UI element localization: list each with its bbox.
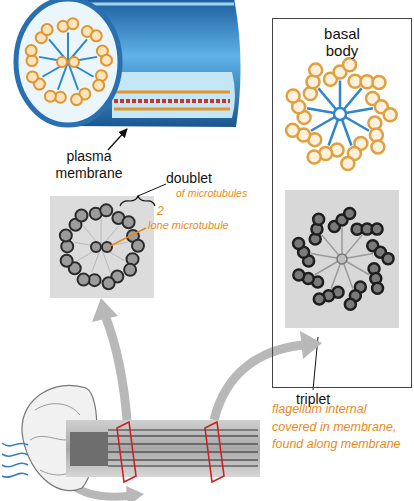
flagellum-strand <box>2 443 28 446</box>
microtubule <box>313 214 324 225</box>
microtubule <box>67 18 78 29</box>
flagellum-strand <box>2 473 28 477</box>
microtubule <box>103 277 115 289</box>
axoneme-line <box>108 451 258 453</box>
microtubule <box>371 140 384 153</box>
microtubule <box>383 253 394 264</box>
doublet-ring-illustration <box>26 18 112 105</box>
handwritten-note: lone microtubule <box>148 219 258 232</box>
pointer-arrow <box>108 129 127 150</box>
cutaway-interior <box>112 72 235 118</box>
microtubule <box>293 238 304 249</box>
microtubule <box>345 299 356 310</box>
axoneme-line <box>108 459 258 461</box>
flow-arrow-head <box>300 331 322 359</box>
microtubule <box>78 274 90 286</box>
microtubule <box>286 124 299 137</box>
flagellum-strand <box>2 463 28 466</box>
handwritten-note: flagellum internal covered in membrane, … <box>272 401 410 454</box>
microtubule <box>124 264 136 276</box>
microtubule <box>26 45 37 56</box>
microtubule <box>287 90 300 103</box>
microtubule-rail <box>114 108 230 111</box>
microtubule <box>132 240 144 252</box>
microtubule <box>314 294 325 305</box>
section-marker <box>205 422 224 482</box>
micrograph-background <box>285 190 399 328</box>
flagellum-strand <box>2 453 28 456</box>
microtubule <box>61 255 73 267</box>
longitudinal-micrograph <box>66 420 260 477</box>
leader-line <box>138 184 166 196</box>
microtubule <box>372 224 383 235</box>
cartwheel-hub <box>337 254 347 264</box>
microtubule <box>372 283 383 294</box>
triplet-micrograph <box>293 208 394 310</box>
radial-spoke <box>101 220 102 247</box>
central-microtubule <box>102 242 112 252</box>
bracket <box>120 196 155 206</box>
membrane-line <box>108 466 258 467</box>
microtubule <box>123 216 135 228</box>
flow-arrow-shaft <box>106 318 127 420</box>
central-microtubule <box>69 57 79 67</box>
microtubule <box>372 76 385 89</box>
boxed-panel: basal body <box>272 18 412 388</box>
panel-heading: basal body <box>312 25 372 60</box>
handwritten-note: of microtubules <box>176 187 286 200</box>
microtubule <box>71 94 82 105</box>
microtubule <box>42 24 53 35</box>
flow-arrow-head <box>92 298 118 322</box>
part-label: plasma membrane <box>50 148 128 182</box>
microtubule <box>344 208 355 219</box>
micrograph-background <box>50 196 154 298</box>
microtubule <box>45 91 56 102</box>
flow-arrow-head <box>126 486 144 501</box>
part-label: doublet <box>166 170 236 187</box>
microtubule <box>27 71 38 82</box>
basal-body-section <box>70 432 108 466</box>
axoneme-line <box>108 443 258 445</box>
microtubule <box>309 64 322 77</box>
microtubule-rail <box>114 91 230 94</box>
microtubule <box>100 204 112 216</box>
microtubule <box>308 151 321 164</box>
microtubule <box>101 55 112 66</box>
microtubule <box>91 30 102 41</box>
central-microtubule <box>57 57 67 67</box>
microtubule <box>60 229 72 241</box>
handwritten-note: 2 <box>157 204 177 218</box>
dynein-rail <box>114 99 230 103</box>
flagellum-end-face <box>16 0 120 125</box>
microtubule <box>341 157 354 170</box>
triplet-ring-illustration <box>286 58 397 170</box>
radial-spoke <box>67 33 69 63</box>
central-microtubule <box>91 242 101 252</box>
cartwheel-hub <box>334 108 346 120</box>
annotation-line <box>110 228 146 246</box>
microtubule <box>343 58 356 71</box>
doublet-micrograph <box>60 204 144 289</box>
section-marker <box>117 422 136 482</box>
microtubule <box>384 108 397 121</box>
microtubule <box>93 80 104 91</box>
microtubule <box>293 270 304 281</box>
microtubule <box>75 210 87 222</box>
